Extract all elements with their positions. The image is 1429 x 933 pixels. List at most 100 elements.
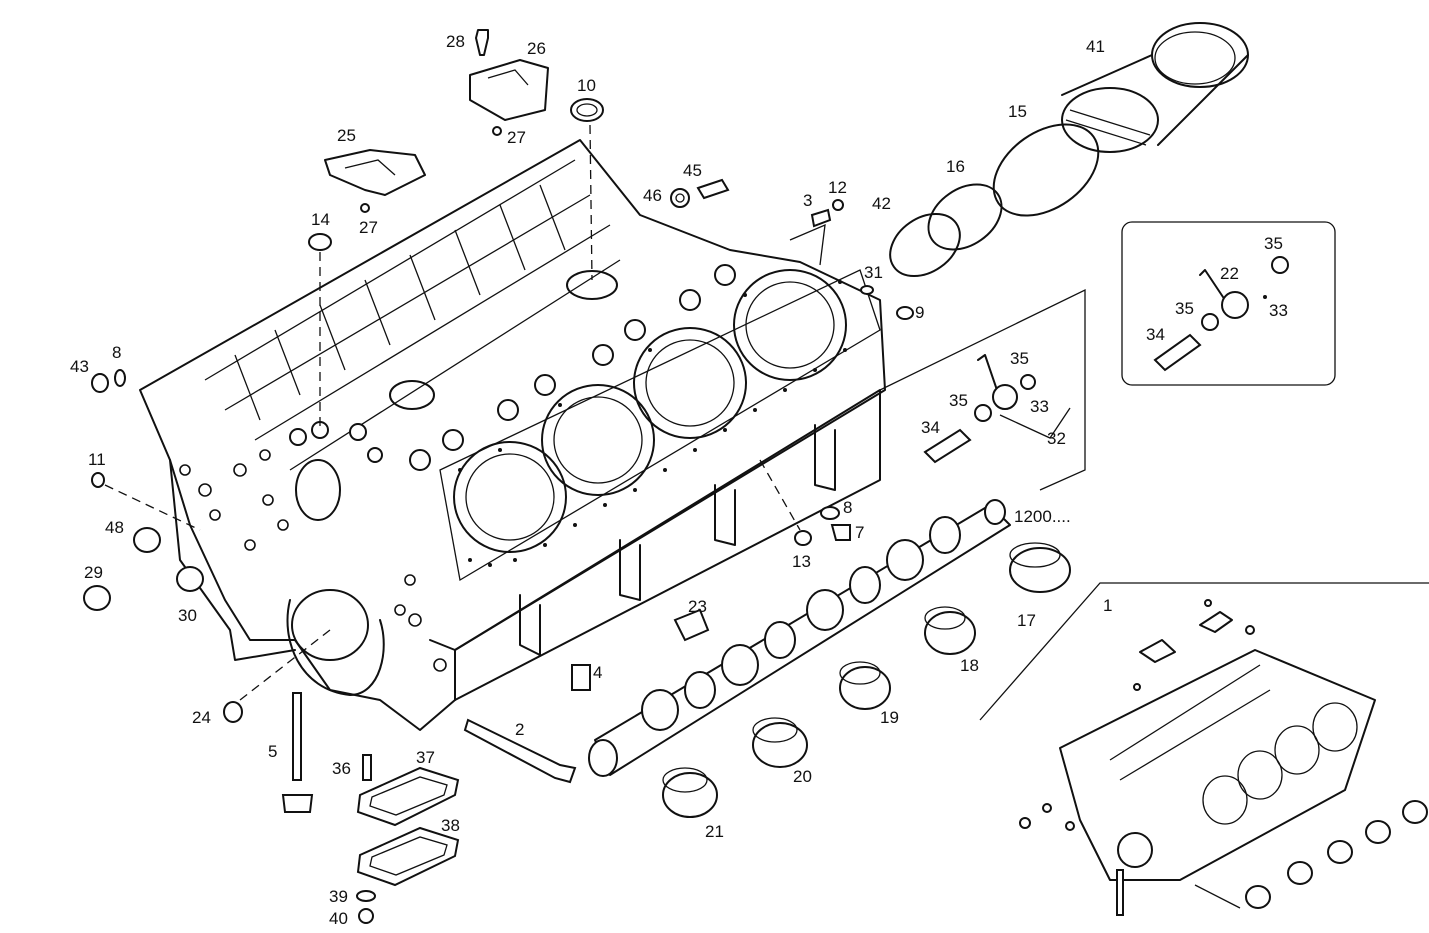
callout-5: 5 bbox=[268, 742, 277, 761]
camshaft bbox=[588, 499, 1011, 777]
callout-22: 22 bbox=[1220, 264, 1239, 283]
callout-34b: 34 bbox=[1146, 325, 1165, 344]
bushing-21 bbox=[662, 772, 718, 818]
callout-2: 2 bbox=[515, 720, 524, 739]
washer-39 bbox=[356, 890, 376, 902]
washer-46 bbox=[670, 188, 690, 208]
bushing-19 bbox=[839, 666, 891, 710]
callout-28: 28 bbox=[446, 32, 465, 51]
callout-26: 26 bbox=[527, 39, 546, 58]
washer-12 bbox=[832, 199, 844, 211]
bracket-bolt-27a bbox=[360, 203, 370, 213]
callout-20: 20 bbox=[793, 767, 812, 786]
bolt-34 bbox=[923, 428, 972, 464]
bolt-45 bbox=[696, 178, 730, 200]
nozzle-pipe bbox=[977, 354, 999, 394]
callout-32: 32 bbox=[1047, 429, 1066, 448]
plug-14 bbox=[308, 233, 332, 251]
inset-washer-35a bbox=[1201, 313, 1219, 331]
cam-bushings bbox=[662, 542, 1071, 818]
washer-35b bbox=[1020, 374, 1036, 390]
callout-29: 29 bbox=[84, 563, 103, 582]
deck-bolt-holes bbox=[458, 280, 847, 567]
callout-labels: 1 2 3 4 5 7 8 8 9 10 11 12 13 14 15 16 1… bbox=[70, 32, 1288, 928]
callout-35c: 35 bbox=[1264, 234, 1283, 253]
callout-17: 17 bbox=[1017, 611, 1036, 630]
mounting-brackets bbox=[324, 29, 549, 213]
engine-block bbox=[139, 139, 1086, 731]
oil-nozzle-group bbox=[923, 354, 1071, 464]
callout-31: 31 bbox=[864, 263, 883, 282]
callout-16: 16 bbox=[946, 157, 965, 176]
bushing-20 bbox=[752, 722, 808, 768]
washer-35a bbox=[974, 404, 992, 422]
nozzle-body bbox=[992, 384, 1018, 410]
callout-12: 12 bbox=[828, 178, 847, 197]
plug-30 bbox=[176, 566, 204, 592]
inset-washer-35b bbox=[1271, 256, 1289, 274]
plug-29 bbox=[83, 585, 111, 611]
bracket-bolt-27b bbox=[492, 126, 502, 136]
callout-8b: 8 bbox=[843, 498, 852, 517]
callout-24: 24 bbox=[192, 708, 211, 727]
callout-35d: 35 bbox=[1175, 299, 1194, 318]
callout-1200: 1200.... bbox=[1014, 507, 1071, 526]
callout-21: 21 bbox=[705, 822, 724, 841]
sleeve-23 bbox=[673, 608, 710, 642]
callout-35b: 35 bbox=[949, 391, 968, 410]
callout-8a: 8 bbox=[112, 343, 121, 362]
callout-18: 18 bbox=[960, 656, 979, 675]
seal-8b bbox=[820, 506, 840, 520]
inset-nozzle-22 bbox=[1221, 291, 1249, 319]
plug-13 bbox=[794, 530, 812, 546]
assembled-overview-inset bbox=[979, 582, 1429, 916]
callout-23: 23 bbox=[688, 597, 707, 616]
pin-31 bbox=[860, 285, 874, 295]
callout-19: 19 bbox=[880, 708, 899, 727]
callout-30: 30 bbox=[178, 606, 197, 625]
callout-37: 37 bbox=[416, 748, 435, 767]
callout-48: 48 bbox=[105, 518, 124, 537]
front-face-holes bbox=[179, 449, 447, 672]
callout-27b: 27 bbox=[359, 218, 378, 237]
callout-33a: 33 bbox=[1030, 397, 1049, 416]
nozzle-detail-inset bbox=[1121, 221, 1336, 386]
plug-3 bbox=[810, 208, 832, 228]
o-ring-16 bbox=[927, 183, 1003, 251]
inset-bolt-34 bbox=[1153, 333, 1202, 372]
nut-40 bbox=[358, 908, 374, 924]
callout-13: 13 bbox=[792, 552, 811, 571]
callout-9: 9 bbox=[915, 303, 924, 322]
plug-10 bbox=[570, 98, 604, 122]
plug-24 bbox=[223, 701, 243, 723]
callout-27a: 27 bbox=[507, 128, 526, 147]
callout-11: 11 bbox=[88, 450, 106, 469]
bushing-17 bbox=[1009, 547, 1071, 593]
cylinder-bores bbox=[453, 269, 847, 553]
callout-35a: 35 bbox=[1010, 349, 1029, 368]
callout-40: 40 bbox=[329, 909, 348, 928]
plug-7 bbox=[830, 524, 851, 541]
callout-15: 15 bbox=[1008, 102, 1027, 121]
callout-38: 38 bbox=[441, 816, 460, 835]
plug-11 bbox=[91, 472, 105, 488]
callout-43: 43 bbox=[70, 357, 89, 376]
callout-36: 36 bbox=[332, 759, 351, 778]
callout-41: 41 bbox=[1086, 37, 1105, 56]
callout-33b: 33 bbox=[1269, 301, 1288, 320]
callout-42: 42 bbox=[872, 194, 891, 213]
o-ring-15 bbox=[992, 123, 1100, 217]
liner-and-seals bbox=[889, 22, 1249, 278]
stud-5 bbox=[292, 692, 302, 781]
callout-3: 3 bbox=[803, 191, 812, 210]
pin-4 bbox=[571, 664, 591, 691]
bolt-28 bbox=[475, 29, 489, 56]
callout-1: 1 bbox=[1103, 596, 1112, 615]
o-ring-42 bbox=[889, 212, 961, 278]
plug-9 bbox=[896, 306, 914, 320]
stud-36 bbox=[362, 754, 372, 781]
callout-46: 46 bbox=[643, 186, 662, 205]
callout-39: 39 bbox=[329, 887, 348, 906]
plug-43 bbox=[91, 373, 109, 393]
